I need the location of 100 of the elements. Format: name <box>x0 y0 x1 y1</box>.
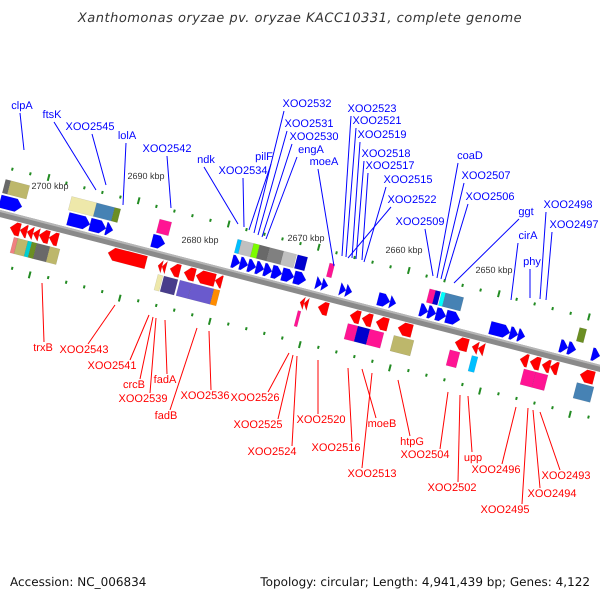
position-label: 2690 kbp <box>127 171 165 181</box>
leader-line <box>362 372 372 468</box>
leader-line <box>540 412 560 470</box>
gene-label: XOO2541 <box>88 360 136 372</box>
gene-label: lolA <box>118 130 136 142</box>
leader-line <box>502 406 516 464</box>
leader-line <box>248 164 272 230</box>
gene-label: XOO2517 <box>366 160 414 172</box>
gene-label: ggt <box>518 206 534 218</box>
gene-label: XOO2524 <box>248 446 296 458</box>
leader-line <box>532 410 540 488</box>
leader-line <box>444 204 468 280</box>
leader-line <box>88 304 116 344</box>
gene-label: fadB <box>154 410 178 422</box>
leader-line <box>546 232 552 300</box>
leader-line <box>164 320 168 374</box>
gene-label: pilF <box>255 151 273 163</box>
leader-line <box>362 368 376 418</box>
leader-line <box>130 314 150 360</box>
leader-line <box>92 134 106 186</box>
gene-label: crcB <box>123 379 145 391</box>
leader-line <box>440 392 448 450</box>
leader-line <box>278 354 294 420</box>
gene-label: XOO2493 <box>542 470 590 482</box>
gene-label: clpA <box>11 100 33 112</box>
leader-line <box>150 318 156 394</box>
gene-label: XOO2504 <box>400 449 450 461</box>
gene-label: XOO2496 <box>472 464 520 476</box>
gene-label: XOO2545 <box>66 121 114 133</box>
footer-text: Accession: NC_006834 <box>10 575 146 589</box>
leader-line <box>440 182 464 280</box>
gene-label: XOO2519 <box>358 129 406 141</box>
leader-line <box>540 212 546 300</box>
gene-label: ftsK <box>42 109 62 121</box>
gene-label: XOO2506 <box>466 191 514 203</box>
gene-label: engA <box>298 144 324 156</box>
gene-label: XOO2530 <box>290 131 338 143</box>
leader-line <box>254 110 284 234</box>
gene-label: phy <box>523 256 541 268</box>
position-label: 2660 kbp <box>385 245 423 255</box>
leader-line <box>42 282 44 342</box>
leader-line <box>424 228 434 276</box>
gene-label: XOO2534 <box>218 165 268 177</box>
leader-line <box>352 142 360 258</box>
leader-line <box>436 162 458 278</box>
gene-label: XOO2521 <box>352 115 402 127</box>
leader-line <box>258 130 288 236</box>
leader-line <box>20 112 24 150</box>
leader-line <box>204 166 238 224</box>
leader-line <box>140 316 154 380</box>
gene-label: XOO2494 <box>528 488 576 500</box>
gene-label: XOO2518 <box>362 148 410 160</box>
gene-label: XOO2513 <box>348 468 396 480</box>
gene-label: XOO2520 <box>296 414 346 426</box>
position-label: 2650 kbp <box>475 265 513 275</box>
gene-label: moeB <box>368 418 396 430</box>
gene-label: htpG <box>400 436 424 448</box>
leader-line <box>348 368 352 442</box>
leader-line <box>208 330 212 390</box>
leader-line <box>170 328 198 410</box>
gene-label: XOO2497 <box>550 219 598 231</box>
leader-line <box>348 206 392 258</box>
leader-line <box>266 156 298 240</box>
gene-label: XOO2523 <box>348 103 396 115</box>
gene-label: XOO2522 <box>388 194 436 206</box>
gene-label: coaD <box>457 150 483 162</box>
gene-label: XOO2539 <box>118 393 168 405</box>
position-label: 2680 kbp <box>181 235 219 245</box>
leader-line <box>166 156 172 208</box>
leader-line <box>356 160 364 260</box>
leader-line <box>292 356 298 446</box>
gene-label: XOO2502 <box>428 482 476 494</box>
gene-label: XOO2531 <box>284 118 334 130</box>
leader-line <box>346 128 356 258</box>
gene-label: XOO2509 <box>396 216 444 228</box>
leader-line <box>522 408 528 504</box>
leader-line <box>398 380 410 436</box>
leader-line <box>318 168 334 266</box>
gene-label: XOO2526 <box>230 392 280 404</box>
title: Xanthomonas oryzae pv. oryzae KACC10331, complete genome <box>78 11 522 26</box>
gene-label: XOO2532 <box>282 98 332 110</box>
leader-line <box>268 352 290 392</box>
leader-line <box>342 116 352 256</box>
leader-line <box>362 172 368 260</box>
gene-label: cirA <box>518 230 538 242</box>
leader-line <box>122 142 126 206</box>
gene-label: XOO2516 <box>312 442 360 454</box>
gene-label: moeA <box>310 156 338 168</box>
position-label: 2700 kbp <box>31 181 69 191</box>
gene-label: ndk <box>197 154 215 166</box>
gene-label: XOO2525 <box>234 419 282 431</box>
gene-label: fadA <box>154 374 176 386</box>
gene-label: XOO2495 <box>480 504 530 516</box>
leader-line <box>364 186 386 262</box>
leader-line <box>468 396 472 452</box>
leader-line <box>454 218 520 284</box>
leader-line <box>458 394 460 482</box>
leader-line <box>54 122 96 190</box>
leader-line <box>510 242 518 300</box>
gene-label: XOO2543 <box>60 344 108 356</box>
